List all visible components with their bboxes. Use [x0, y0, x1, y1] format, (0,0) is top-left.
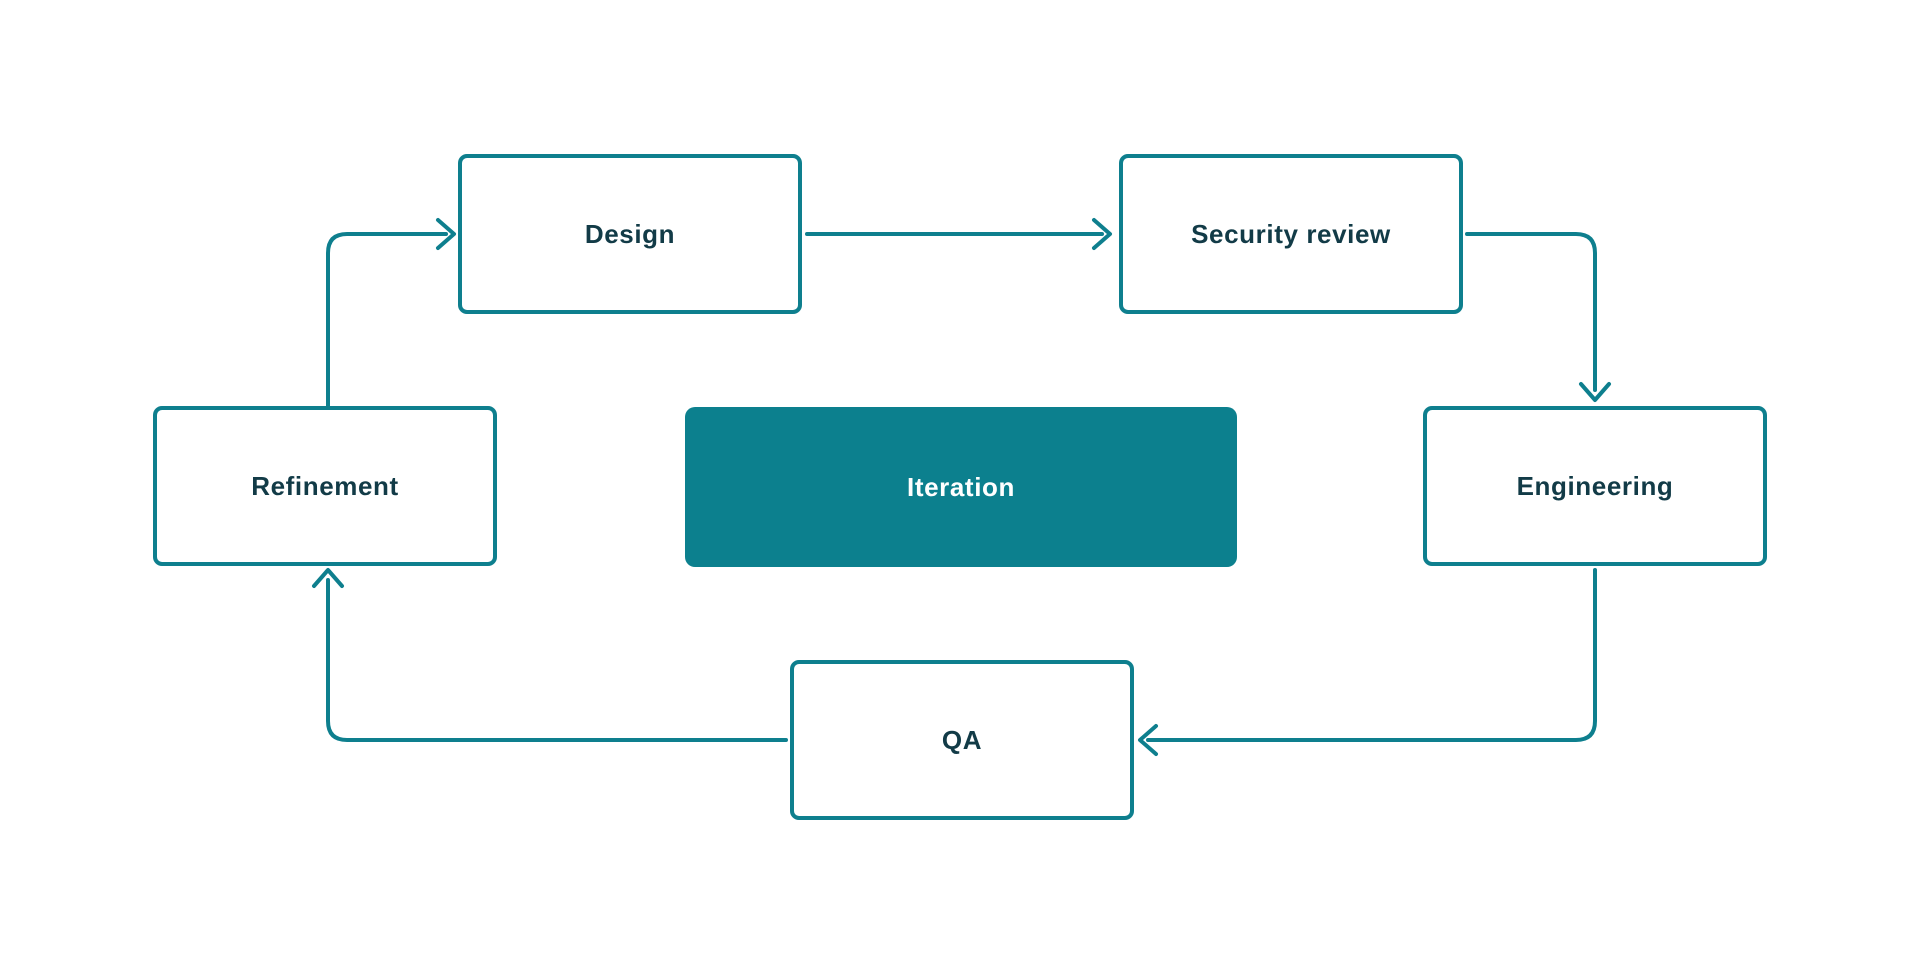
node-design[interactable]: Design: [458, 154, 802, 314]
edge-engineering-to-qa: [1138, 568, 1597, 756]
node-qa[interactable]: QA: [790, 660, 1134, 820]
arrowhead-down-icon: [1579, 382, 1611, 402]
node-refinement-label: Refinement: [251, 470, 399, 501]
node-engineering-label: Engineering: [1516, 470, 1674, 501]
node-iteration-label: Iteration: [907, 471, 1015, 502]
node-iteration[interactable]: Iteration: [685, 407, 1237, 567]
node-security-review-label: Security review: [1191, 218, 1391, 249]
node-design-label: Design: [584, 218, 676, 249]
node-qa-label: QA: [941, 724, 983, 755]
arrowhead-right-icon: [1092, 218, 1112, 250]
arrowhead-up-icon: [312, 568, 344, 588]
node-engineering[interactable]: Engineering: [1423, 406, 1767, 566]
edge-refinement-to-design: [326, 218, 456, 408]
edge-security-review-to-engineering: [1465, 232, 1611, 402]
edge-qa-to-refinement: [312, 568, 788, 742]
arrowhead-right-icon: [436, 218, 456, 250]
arrowhead-left-icon: [1138, 724, 1158, 756]
node-security-review[interactable]: Security review: [1119, 154, 1463, 314]
edge-design-to-security-review: [805, 218, 1112, 250]
node-refinement[interactable]: Refinement: [153, 406, 497, 566]
